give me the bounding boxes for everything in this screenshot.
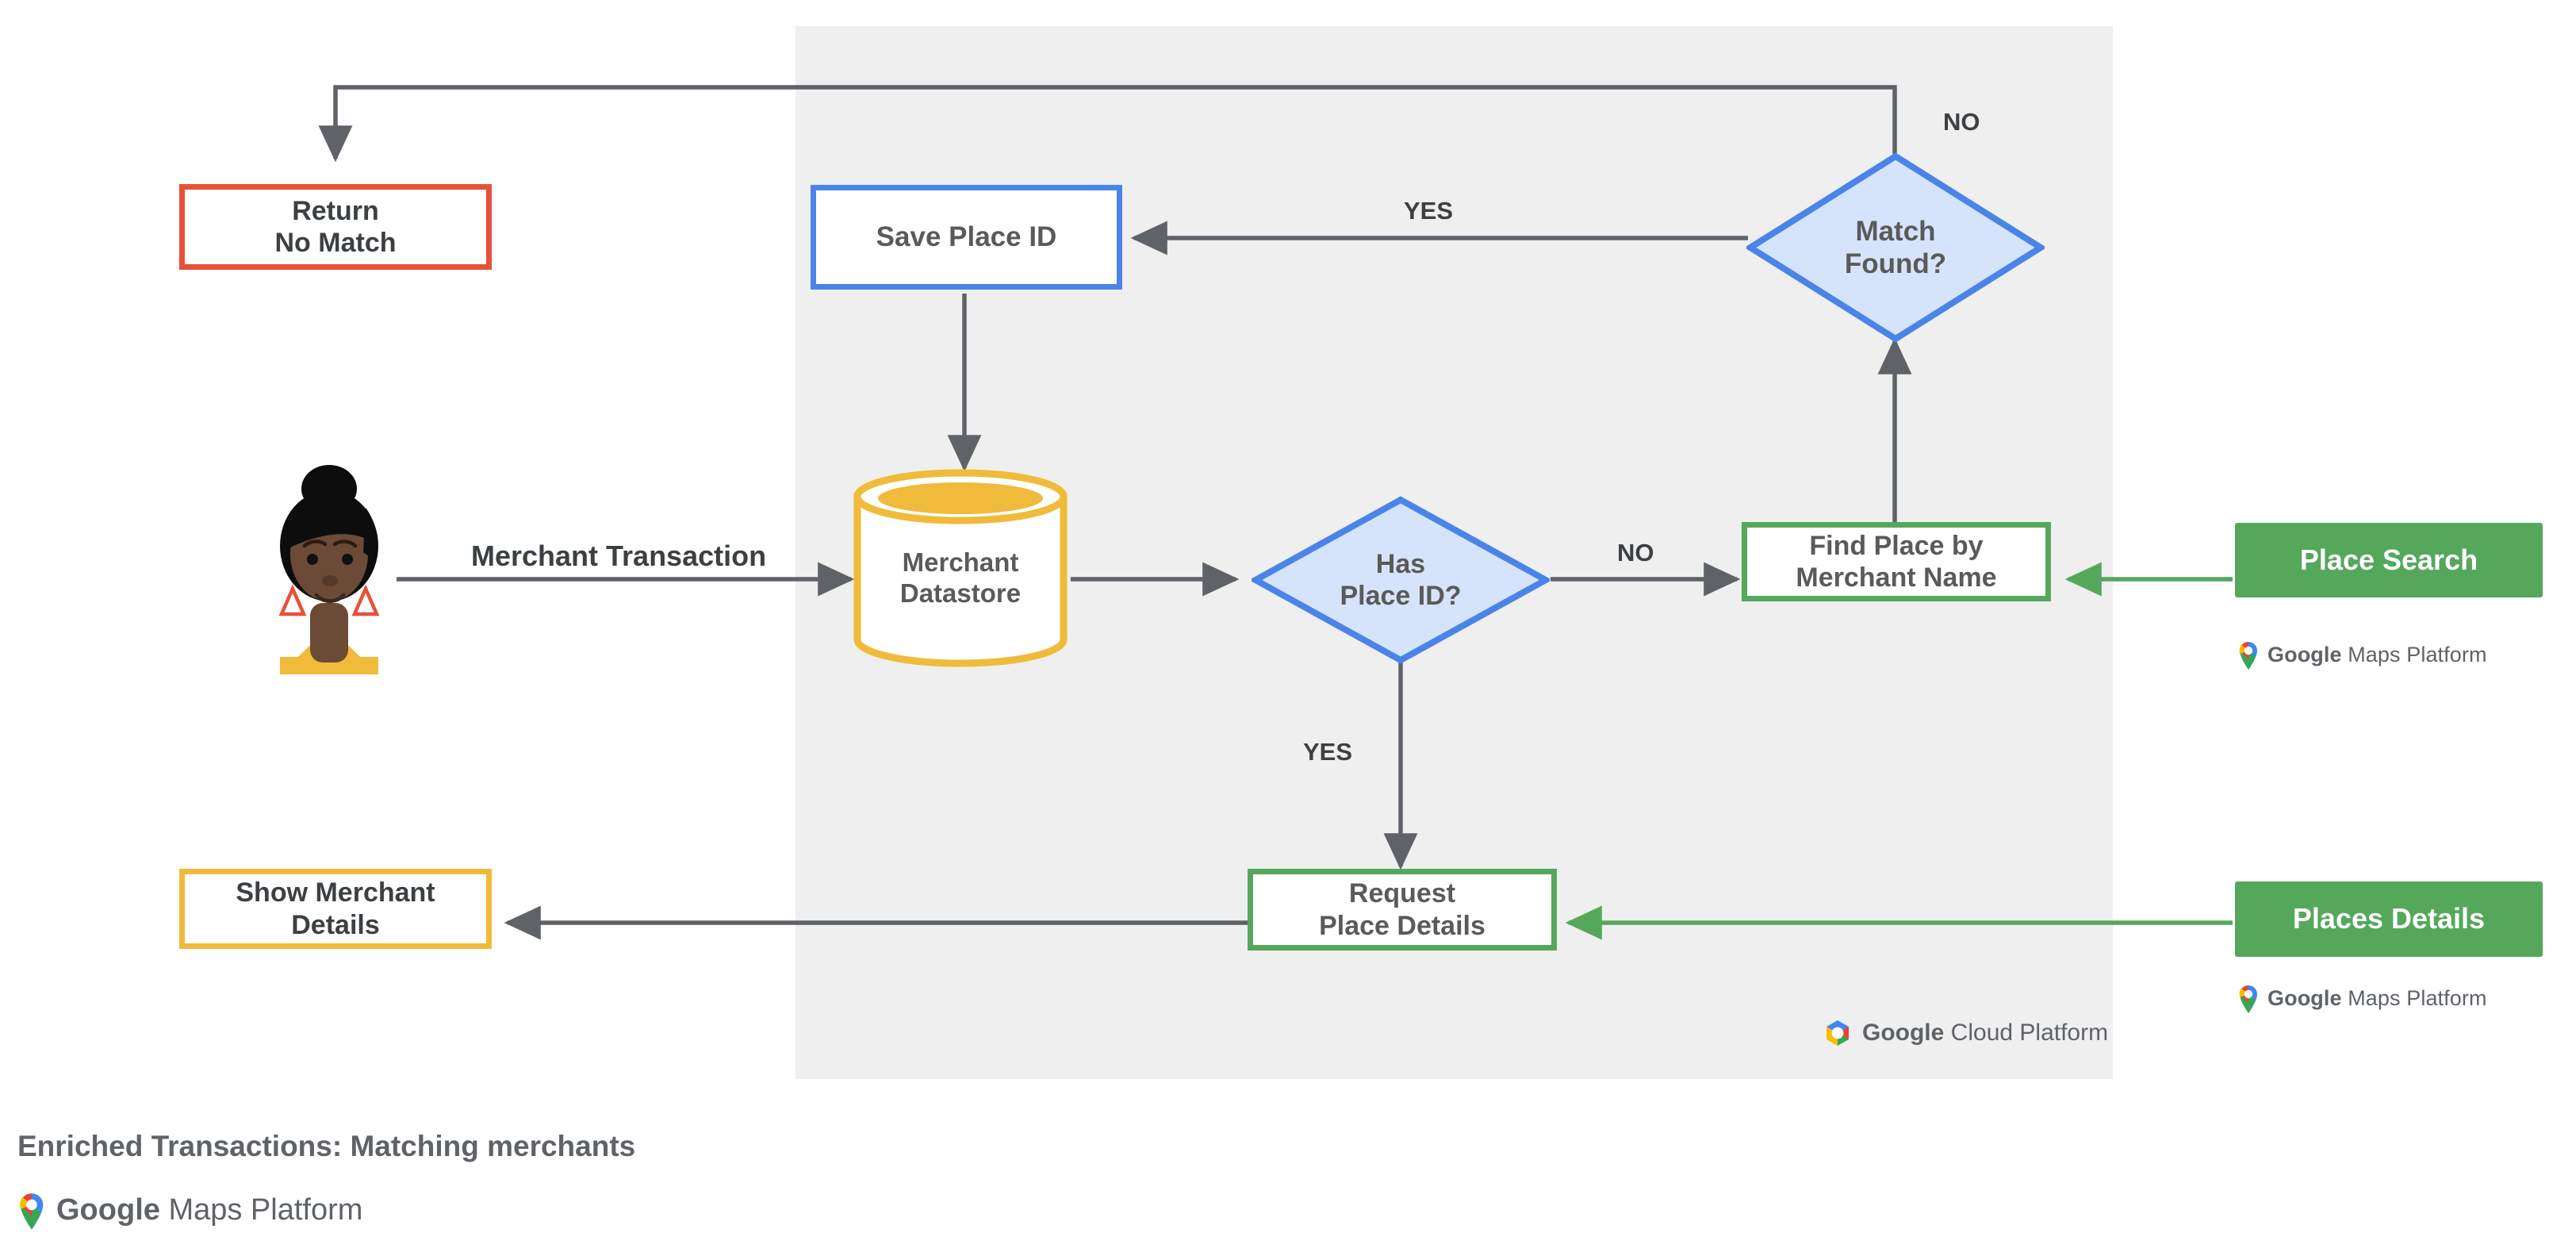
- brand-text-cloud-platform: Google Cloud Platform: [1862, 1020, 2109, 1046]
- page-caption: Enriched Transactions: Matching merchant…: [17, 1130, 636, 1162]
- node-show-merchant-details-label: Show Merchant Details: [236, 878, 435, 940]
- node-has-place-id-label: Has Place ID?: [1340, 548, 1462, 611]
- node-save-place-id[interactable]: Save Place ID: [811, 185, 1122, 290]
- node-places-details-label: Places Details: [2292, 902, 2486, 935]
- caption-brand-google-maps-platform: Google Maps Platform: [16, 1189, 362, 1231]
- brand-text-maps-platform: Google Maps Platform: [2267, 642, 2487, 666]
- node-places-details[interactable]: Places Details: [2235, 881, 2543, 957]
- caption-brand-text: Google Maps Platform: [56, 1192, 363, 1227]
- edge-label-merchant-transaction: Merchant Transaction: [471, 540, 767, 572]
- google-maps-pin-icon: [2239, 642, 2257, 670]
- node-request-place-details[interactable]: Request Place Details: [1248, 869, 1557, 951]
- user-avatar: [258, 460, 401, 674]
- merchant-datastore-cylinder-shape: [853, 469, 1068, 667]
- node-request-place-details-label: Request Place Details: [1319, 878, 1485, 941]
- node-show-merchant-details[interactable]: Show Merchant Details: [179, 869, 492, 949]
- brand-google-cloud-platform: Google Cloud Platform: [1823, 1018, 2108, 1048]
- edge-label-match-found-yes: YES: [1404, 197, 1454, 225]
- node-merchant-datastore[interactable]: Merchant Datastore: [851, 468, 1070, 668]
- has-place-id-diamond-shape: [1252, 496, 1550, 664]
- node-find-place-by-merchant-name[interactable]: Find Place by Merchant Name: [1742, 522, 2051, 601]
- node-save-place-id-label: Save Place ID: [876, 221, 1057, 253]
- node-merchant-datastore-label: Merchant Datastore: [899, 547, 1022, 608]
- node-return-no-match-label: Return No Match: [274, 195, 397, 258]
- match-found-diamond-shape: [1746, 152, 2045, 343]
- node-match-found[interactable]: Match Found?: [1746, 152, 2045, 343]
- edge-label-match-found-no: NO: [1943, 108, 1980, 136]
- node-place-search[interactable]: Place Search: [2235, 523, 2543, 597]
- google-maps-pin-icon: [20, 1193, 44, 1230]
- node-find-place-by-merchant-name-label: Find Place by Merchant Name: [1796, 530, 1997, 593]
- google-maps-pin-icon: [2239, 985, 2257, 1013]
- brand-text-maps-platform: Google Maps Platform: [2267, 985, 2487, 1010]
- google-cloud-hexagon-icon: [1827, 1020, 1849, 1046]
- brand-google-maps-platform-place-search: Google Maps Platform: [2237, 639, 2487, 670]
- edge-label-has-place-id-yes: YES: [1303, 738, 1353, 766]
- node-place-search-label: Place Search: [2299, 543, 2478, 576]
- edge-label-has-place-id-no: NO: [1617, 539, 1654, 566]
- brand-google-maps-platform-places-details: Google Maps Platform: [2237, 982, 2487, 1014]
- user-avatar-illustration: [278, 465, 380, 674]
- node-match-found-label: Match Found?: [1844, 215, 1947, 279]
- node-return-no-match[interactable]: Return No Match: [179, 184, 492, 270]
- node-has-place-id[interactable]: Has Place ID?: [1252, 496, 1550, 664]
